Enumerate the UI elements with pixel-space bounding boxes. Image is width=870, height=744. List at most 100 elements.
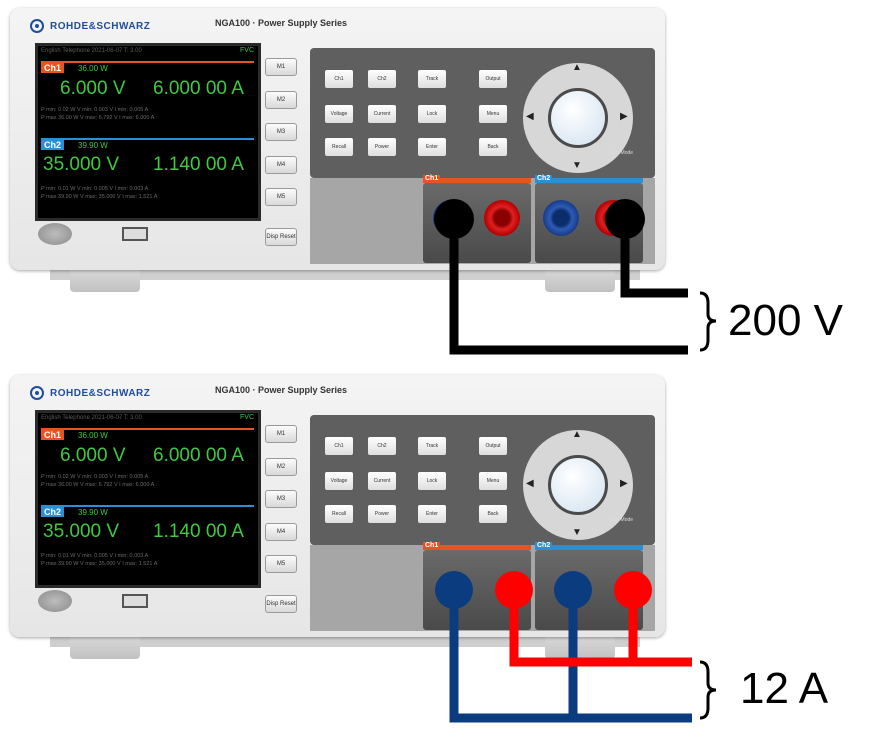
navigation-dial[interactable]: ▲ ▼ ◀ ▶	[518, 58, 638, 178]
dial-knob[interactable]	[548, 455, 608, 515]
arrow-right-icon[interactable]: ▶	[620, 111, 628, 122]
ch2-divider	[41, 138, 254, 140]
ch2-voltage: 35.000 V	[43, 521, 120, 542]
base	[50, 270, 640, 280]
ch2-stats-min: P min: 0.01 W V min: 0.005 V I min: 0.00…	[41, 553, 149, 559]
voltage-button[interactable]: Voltage	[325, 472, 353, 490]
memory-button-m2[interactable]: M2	[265, 91, 297, 109]
current-button[interactable]: Current	[368, 472, 396, 490]
ch1-terminal-label: Ch1	[423, 175, 441, 182]
memory-button-m2[interactable]: M2	[265, 458, 297, 476]
memory-button-m5[interactable]: M5	[265, 188, 297, 206]
series-cable-positive	[620, 225, 688, 298]
voltage-button[interactable]: Voltage	[325, 105, 353, 123]
arrow-down-icon[interactable]: ▼	[572, 527, 582, 538]
arrow-up-icon[interactable]: ▲	[572, 62, 582, 73]
power-button[interactable]: Power	[368, 138, 396, 156]
parallel-plug-ch1-negative	[435, 571, 473, 609]
ch1-stats-min: P min: 0.02 W V min: 0.003 V I min: 0.00…	[41, 474, 149, 480]
parallel-plug-ch2-negative	[554, 571, 592, 609]
live-mode-label: Live Mode	[610, 150, 634, 156]
arrow-left-icon[interactable]: ◀	[526, 478, 534, 489]
ch2-power: 39.90 W	[78, 141, 108, 150]
ch1-positive-jack[interactable]	[484, 200, 520, 236]
lock-button[interactable]: Lock	[418, 472, 446, 490]
ch2-button[interactable]: Ch2	[368, 437, 396, 455]
ch1-button[interactable]: Ch1	[325, 437, 353, 455]
memory-button-m4[interactable]: M4	[265, 523, 297, 541]
ch1-stats-max: P max 36.00 W V max: 6.792 V I max: 6.00…	[41, 115, 155, 121]
lock-button[interactable]: Lock	[418, 105, 446, 123]
memory-button-m3[interactable]: M3	[265, 123, 297, 141]
ch2-button[interactable]: Ch2	[368, 70, 396, 88]
ch1-terminal-label: Ch1	[423, 542, 441, 549]
arrow-right-icon[interactable]: ▶	[620, 478, 628, 489]
ch1-button[interactable]: Ch1	[325, 70, 353, 88]
arrow-up-icon[interactable]: ▲	[572, 429, 582, 440]
recall-button[interactable]: Recall	[325, 138, 353, 156]
track-button[interactable]: Track	[418, 437, 446, 455]
ch1-divider	[41, 428, 254, 430]
ch2-negative-jack[interactable]	[543, 200, 579, 236]
power-switch[interactable]	[38, 223, 72, 245]
power-button[interactable]: Power	[368, 505, 396, 523]
display-topline: English Telephone 2021-06-07 T: 3.00	[41, 48, 142, 54]
output-button[interactable]: Output	[479, 70, 507, 88]
parallel-current-label: 12 A	[740, 664, 829, 713]
ch2-terminal-strip	[535, 545, 643, 550]
back-button[interactable]: Back	[479, 505, 507, 523]
usb-port-icon	[122, 594, 148, 608]
menu-button[interactable]: Menu	[479, 105, 507, 123]
parallel-cable-negative-ch1	[449, 600, 692, 723]
brand: ROHDE&SCHWARZ	[30, 383, 150, 403]
power-supply-series: ROHDE&SCHWARZ NGA100 · Power Supply Seri…	[10, 8, 665, 298]
menu-button[interactable]: Menu	[479, 472, 507, 490]
power-supply-parallel: ROHDE&SCHWARZ NGA100 · Power Supply Seri…	[10, 375, 665, 665]
navigation-dial[interactable]: ▲ ▼ ◀ ▶	[518, 425, 638, 545]
dial-knob[interactable]	[548, 88, 608, 148]
enter-button[interactable]: Enter	[418, 138, 446, 156]
ch1-voltage: 6.000 V	[60, 78, 126, 99]
brand-name: ROHDE&SCHWARZ	[50, 20, 151, 32]
ch2-stats-max: P max 39.90 W V max: 35.000 V I max: 1.5…	[41, 561, 158, 567]
display-reset-button[interactable]: Disp Reset	[265, 595, 297, 613]
ch1-stats-min: P min: 0.02 W V min: 0.003 V I min: 0.00…	[41, 107, 149, 113]
ch1-stats-max: P max 36.00 W V max: 6.792 V I max: 6.00…	[41, 482, 155, 488]
ch2-terminal-label: Ch2	[535, 175, 553, 182]
display: English Telephone 2021-06-07 T: 3.00 FVC…	[35, 43, 261, 221]
parallel-bracket	[699, 660, 717, 720]
memory-button-m5[interactable]: M5	[265, 555, 297, 573]
recall-button[interactable]: Recall	[325, 505, 353, 523]
output-button[interactable]: Output	[479, 437, 507, 455]
series-plug-positive	[605, 199, 645, 239]
ch2-voltage: 35.000 V	[43, 154, 120, 175]
ch2-stats-min: P min: 0.01 W V min: 0.005 V I min: 0.00…	[41, 186, 149, 192]
memory-button-m3[interactable]: M3	[265, 490, 297, 508]
base	[50, 637, 640, 647]
brand-logo-icon	[30, 386, 44, 400]
ch2-terminal-strip	[535, 178, 643, 183]
track-button[interactable]: Track	[418, 70, 446, 88]
brand-name: ROHDE&SCHWARZ	[50, 387, 151, 399]
ch1-tag: Ch1	[41, 430, 65, 440]
power-switch[interactable]	[38, 590, 72, 612]
memory-button-m1[interactable]: M1	[265, 58, 297, 76]
enter-button[interactable]: Enter	[418, 505, 446, 523]
ch2-terminal-label: Ch2	[535, 542, 553, 549]
foot-right	[545, 270, 615, 292]
foot-right	[545, 637, 615, 659]
back-button[interactable]: Back	[479, 138, 507, 156]
foot-left	[70, 637, 140, 659]
ch2-current: 1.140 00 A	[153, 154, 244, 175]
arrow-left-icon[interactable]: ◀	[526, 111, 534, 122]
arrow-down-icon[interactable]: ▼	[572, 160, 582, 171]
display-reset-button[interactable]: Disp Reset	[265, 228, 297, 246]
memory-button-m1[interactable]: M1	[265, 425, 297, 443]
usb-port-icon	[122, 227, 148, 241]
ch2-divider	[41, 505, 254, 507]
memory-button-m4[interactable]: M4	[265, 156, 297, 174]
series-voltage-label: 200 V	[728, 296, 843, 345]
current-button[interactable]: Current	[368, 105, 396, 123]
